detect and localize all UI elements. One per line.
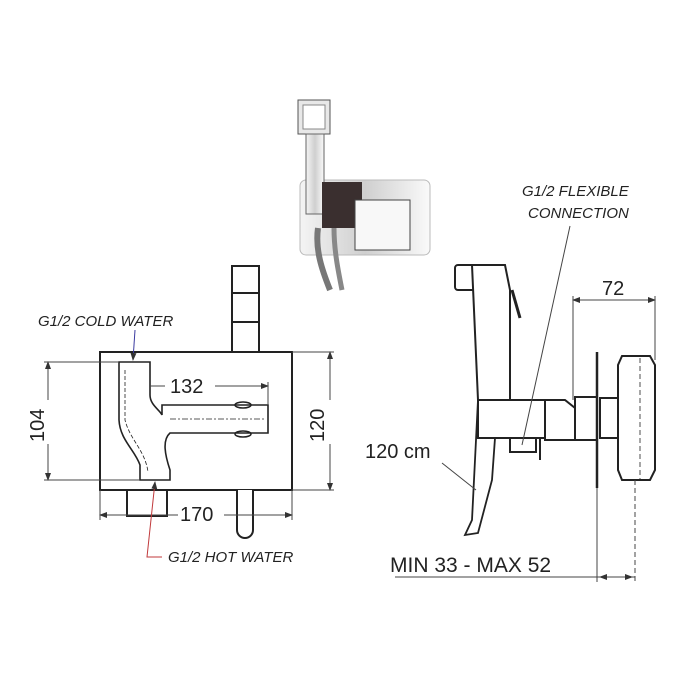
side-view xyxy=(454,264,656,537)
dimension-outer-height: 120 xyxy=(307,409,329,442)
hot-water-label: G1/2 HOT WATER xyxy=(168,549,293,566)
side-dimensions xyxy=(395,225,656,582)
product-photo xyxy=(297,99,431,292)
dimension-body-width: 170 xyxy=(180,504,213,526)
dimension-arm-width: 132 xyxy=(170,376,203,398)
cold-water-label: G1/2 COLD WATER xyxy=(38,313,173,330)
dimension-inner-height: 104 xyxy=(27,409,49,442)
wall-depth-label: MIN 33 - MAX 52 xyxy=(390,554,551,577)
hose-length-label: 120 cm xyxy=(365,441,431,463)
flexible-connection-label-2: CONNECTION xyxy=(528,205,629,222)
front-view xyxy=(99,265,293,539)
flexible-connection-label-1: G1/2 FLEXIBLE xyxy=(522,183,630,200)
dimension-side-depth: 72 xyxy=(602,278,624,300)
